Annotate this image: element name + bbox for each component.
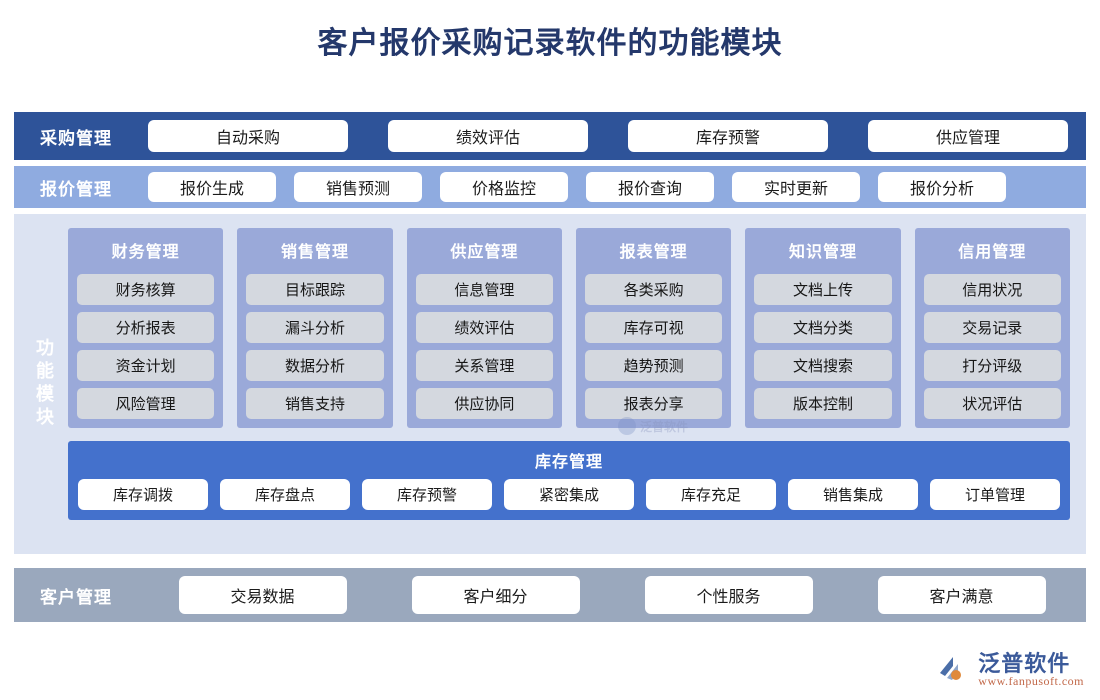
module-item[interactable]: 文档上传 — [754, 274, 892, 305]
module-column-report: 报表管理 各类采购 库存可视 趋势预测 报表分享 — [575, 228, 732, 428]
row-quote-label: 报价管理 — [40, 179, 112, 199]
purchase-item[interactable]: 绩效评估 — [388, 120, 588, 152]
inventory-item[interactable]: 紧密集成 — [504, 479, 634, 510]
customer-item[interactable]: 交易数据 — [178, 576, 347, 614]
module-column-supply: 供应管理 信息管理 绩效评估 关系管理 供应协同 — [406, 228, 562, 428]
purchase-item[interactable]: 供应管理 — [868, 120, 1068, 152]
module-item[interactable]: 库存可视 — [584, 312, 723, 343]
row-purchase-items: 自动采购 绩效评估 库存预警 供应管理 — [138, 120, 1086, 152]
inventory-item[interactable]: 库存充足 — [646, 479, 776, 510]
row-customer-management: 客户管理 交易数据 客户细分 个性服务 客户满意 — [14, 568, 1086, 622]
function-modules-body: 财务管理 财务核算 分析报表 资金计划 风险管理 销售管理 目标跟踪 漏斗分析 … — [64, 214, 1086, 554]
row-quote-management: 报价管理 报价生成 销售预测 价格监控 报价查询 实时更新 报价分析 — [14, 166, 1086, 208]
inventory-item[interactable]: 库存盘点 — [220, 479, 350, 510]
module-item[interactable]: 信用状况 — [923, 274, 1061, 305]
row-purchase-management: 采购管理 自动采购 绩效评估 库存预警 供应管理 — [14, 112, 1086, 160]
module-column-title: 销售管理 — [280, 244, 349, 261]
inventory-item[interactable]: 库存调拨 — [78, 479, 208, 510]
module-item[interactable]: 关系管理 — [415, 350, 553, 381]
footer-logo: 泛普软件 www.fanpusoft.com — [936, 652, 1084, 688]
row-purchase-label: 采购管理 — [40, 128, 112, 148]
module-item[interactable]: 趋势预测 — [584, 350, 723, 381]
module-column-finance: 财务管理 财务核算 分析报表 资金计划 风险管理 — [68, 228, 224, 428]
module-item[interactable]: 状况评估 — [923, 388, 1061, 419]
module-column-title: 财务管理 — [111, 244, 180, 261]
quote-item[interactable]: 报价分析 — [878, 172, 1006, 202]
customer-item[interactable]: 客户满意 — [877, 576, 1046, 614]
module-column-credit: 信用管理 信用状况 交易记录 打分评级 状况评估 — [914, 228, 1070, 428]
footer-logo-texts: 泛普软件 www.fanpusoft.com — [978, 652, 1084, 688]
function-modules-side-label-text: 功能模块 — [34, 338, 54, 430]
purchase-item[interactable]: 自动采购 — [148, 120, 348, 152]
module-item[interactable]: 文档搜索 — [754, 350, 892, 381]
footer-logo-url: www.fanpusoft.com — [978, 674, 1084, 689]
inventory-item[interactable]: 库存预警 — [362, 479, 492, 510]
purchase-item[interactable]: 库存预警 — [628, 120, 828, 152]
module-item[interactable]: 交易记录 — [923, 312, 1061, 343]
module-item[interactable]: 销售支持 — [246, 388, 384, 419]
customer-item[interactable]: 客户细分 — [411, 576, 580, 614]
quote-item[interactable]: 报价生成 — [148, 172, 276, 202]
quote-item[interactable]: 价格监控 — [440, 172, 568, 202]
module-item[interactable]: 目标跟踪 — [246, 274, 384, 305]
function-modules-side-label: 功能模块 — [24, 214, 64, 554]
inventory-management-band: 库存管理 库存调拨 库存盘点 库存预警 紧密集成 库存充足 销售集成 订单管理 — [68, 441, 1070, 520]
module-item[interactable]: 文档分类 — [754, 312, 892, 343]
module-item[interactable]: 漏斗分析 — [246, 312, 384, 343]
module-item[interactable]: 打分评级 — [923, 350, 1061, 381]
page-title: 客户报价采购记录软件的功能模块 — [317, 27, 783, 60]
module-item[interactable]: 版本控制 — [754, 388, 892, 419]
module-column-title: 报表管理 — [619, 244, 688, 261]
module-column-title: 信用管理 — [958, 244, 1027, 261]
module-item[interactable]: 绩效评估 — [415, 312, 553, 343]
inventory-item[interactable]: 销售集成 — [788, 479, 918, 510]
row-quote-items: 报价生成 销售预测 价格监控 报价查询 实时更新 报价分析 — [138, 172, 1086, 202]
module-column-title: 供应管理 — [450, 244, 519, 261]
module-item[interactable]: 分析报表 — [77, 312, 215, 343]
module-item[interactable]: 供应协同 — [415, 388, 553, 419]
inventory-management-items: 库存调拨 库存盘点 库存预警 紧密集成 库存充足 销售集成 订单管理 — [78, 479, 1060, 510]
quote-item[interactable]: 实时更新 — [732, 172, 860, 202]
quote-item[interactable]: 报价查询 — [586, 172, 714, 202]
customer-item[interactable]: 个性服务 — [644, 576, 813, 614]
fanpu-logo-icon — [936, 653, 970, 687]
inventory-item[interactable]: 订单管理 — [930, 479, 1060, 510]
module-item[interactable]: 财务核算 — [77, 274, 215, 305]
row-customer-label: 客户管理 — [40, 587, 112, 607]
function-modules-panel: 功能模块 财务管理 财务核算 分析报表 资金计划 风险管理 销售管理 目标跟踪 … — [14, 214, 1086, 554]
inventory-management-title: 库存管理 — [534, 454, 603, 471]
footer-logo-name: 泛普软件 — [978, 651, 1071, 677]
quote-item[interactable]: 销售预测 — [294, 172, 422, 202]
module-item[interactable]: 数据分析 — [246, 350, 384, 381]
module-item[interactable]: 报表分享 — [584, 388, 723, 419]
row-customer-items: 交易数据 客户细分 个性服务 客户满意 — [138, 576, 1086, 614]
module-item[interactable]: 各类采购 — [584, 274, 723, 305]
module-columns: 财务管理 财务核算 分析报表 资金计划 风险管理 销售管理 目标跟踪 漏斗分析 … — [68, 228, 1070, 428]
module-item[interactable]: 信息管理 — [415, 274, 553, 305]
module-item[interactable]: 资金计划 — [77, 350, 215, 381]
module-item[interactable]: 风险管理 — [77, 388, 215, 419]
module-column-sales: 销售管理 目标跟踪 漏斗分析 数据分析 销售支持 — [237, 228, 393, 428]
module-column-title: 知识管理 — [788, 244, 857, 261]
module-column-knowledge: 知识管理 文档上传 文档分类 文档搜索 版本控制 — [745, 228, 901, 428]
